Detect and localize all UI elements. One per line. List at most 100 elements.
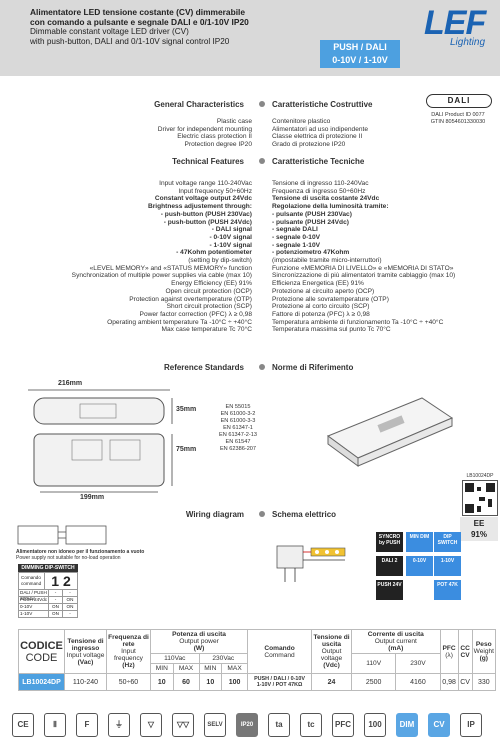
- dip-row: PUSH 24Vdc-ON: [18, 597, 78, 604]
- cell-vout: 24: [311, 673, 353, 691]
- standard-item: EN 62386-207: [219, 446, 257, 452]
- list-item: Synchronization of multiple power suppli…: [71, 272, 252, 280]
- section-technical-en: Technical Features: [172, 157, 244, 166]
- col-vout-unit: (Vdc): [323, 662, 340, 669]
- dip-positions: 1 2: [45, 573, 77, 589]
- col-vout-en: Output voltage: [320, 648, 343, 662]
- col-weight-unit: (g): [479, 655, 488, 662]
- dip-row-v1: -: [49, 590, 63, 596]
- list-item: Grado di protezione IP20: [272, 141, 346, 149]
- list-item: - segnale 0-10V: [272, 233, 321, 241]
- wiring-note-en: Power supply not suitable for no-load op…: [16, 555, 121, 561]
- list-item: Short circuit protection (SCP): [166, 303, 252, 311]
- cert-icon: F: [76, 713, 98, 737]
- section-general-it: Caratteristiche Costruttive: [272, 100, 373, 109]
- dip-row-v1: ON: [49, 604, 63, 610]
- dip-row-v1: -: [49, 597, 63, 603]
- logo-text: LEF: [424, 4, 486, 42]
- col-vin-it: Tensione di ingresso: [67, 637, 104, 652]
- section-reference-en: Reference Standards: [163, 363, 244, 372]
- cell-cmd-1: PUSH / DALI / 0-10V: [254, 675, 305, 682]
- list-item: Funzione «MEMORIA DI LIVELLO» e «MEMORIA…: [272, 264, 454, 272]
- col-min: MIN: [150, 663, 174, 674]
- list-item: Power factor correction (PFC) λ ≥ 0,98: [139, 310, 252, 318]
- brand-logo: LEF Lighting: [424, 6, 494, 60]
- feature-tile: DALI 2: [376, 556, 403, 576]
- list-item: Constant voltage output 24Vdc: [154, 195, 252, 203]
- list-item: Contenitore plastico: [272, 118, 331, 125]
- energy-efficiency-badge: EE 91%: [460, 517, 498, 541]
- badge-line-1: PUSH / DALI: [333, 42, 387, 52]
- list-item: «LEVEL MEMORY» and «STATUS MEMORY» funct…: [89, 264, 252, 272]
- cert-icon: ▽▽: [172, 713, 194, 737]
- dim-fixing: 199mm: [80, 494, 105, 501]
- col-weight-en: Weight: [473, 648, 494, 655]
- list-item: - 0-10V signal: [209, 233, 252, 241]
- dip-row: DALI / PUSH 230Vac--: [18, 590, 78, 601]
- col-power-en: Output power: [179, 638, 219, 645]
- title-it-line-1: Alimentatore LED tensione costante (CV) …: [30, 7, 246, 17]
- list-item: Driver for independent mounting: [157, 125, 252, 133]
- cell-p230-min: 10: [198, 673, 223, 691]
- badge-line-2: 0-10V / 1-10V: [332, 55, 388, 65]
- dim-height: 35mm: [176, 406, 197, 413]
- list-item: Energy Efficiency (EE) 91%: [171, 280, 252, 288]
- dimension-drawing: [28, 389, 173, 493]
- col-power-unit: (W): [193, 645, 205, 652]
- cert-icon: 100: [364, 713, 386, 737]
- standard-item: EN 61547: [225, 439, 251, 445]
- col-iout-it: Corrente di uscita: [367, 631, 424, 638]
- col-vout-it: Tensione di uscita: [313, 634, 350, 648]
- wiring-diagram-small: [17, 525, 107, 545]
- list-item: Protezione alle sovratemperature (OTP): [272, 295, 389, 303]
- dip-cmd-label: Comando command: [19, 573, 45, 589]
- cert-icon: ▽: [140, 713, 162, 737]
- list-item: Protezione al circuito aperto (OCP): [272, 287, 375, 295]
- col-power-230: 230Vac: [198, 653, 249, 664]
- section-general-en: General Characteristics: [154, 100, 244, 109]
- col-iout-unit: (mA): [388, 645, 404, 652]
- cert-icon: DIM: [396, 713, 418, 737]
- cert-icon: IP: [460, 713, 482, 737]
- col-iout-en: Output current: [374, 638, 417, 645]
- col-freq-unit: (Hz): [122, 662, 135, 669]
- logo-subtext: Lighting: [450, 37, 486, 48]
- dip-title: DIMMING DIP-SWITCH: [18, 564, 78, 572]
- list-item: - 1-10V signal: [209, 241, 252, 249]
- col-max: MAX: [221, 663, 249, 674]
- cell-freq: 50÷60: [106, 673, 151, 691]
- col-freq-it: Frequenza di rete: [108, 634, 149, 648]
- title-en-line-2: with push-button, DALI and 0/1-10V signa…: [30, 36, 230, 46]
- col-vin-unit: (Vac): [77, 658, 94, 666]
- section-marker: [259, 511, 265, 517]
- standard-item: EN 61000-3-3: [220, 418, 256, 424]
- dip-row-v2: ON: [66, 604, 74, 609]
- feature-tile: 1-10V: [434, 556, 461, 576]
- standard-item: EN 61347-1: [223, 425, 253, 431]
- col-max: MAX: [172, 663, 200, 674]
- col-cc: CC: [460, 644, 470, 652]
- cert-icon: CE: [12, 713, 34, 737]
- cell-p230-max: 100: [221, 673, 249, 691]
- list-item: Frequenza di ingresso 50÷60Hz: [272, 187, 366, 195]
- list-item: Fattore di potenza (PFC) λ ≥ 0,98: [272, 310, 370, 318]
- wiring-note: Alimentatore non idoneo per il funzionam…: [16, 549, 186, 561]
- col-iout-230: 230V: [395, 653, 441, 674]
- product-photo: [326, 397, 454, 467]
- dip-row-v1: ON: [49, 611, 63, 617]
- cell-vin: 110-240: [64, 673, 107, 691]
- control-badge: PUSH / DALI 0-10V / 1-10V: [320, 40, 400, 68]
- list-item: - push-button (PUSH 24Vdc): [163, 218, 252, 226]
- cell-pfc: 0,98: [439, 673, 459, 691]
- standard-item: EN 61347-2-13: [219, 432, 257, 438]
- list-item: Open circuit protection (OCP): [165, 287, 252, 295]
- table-row: LB10024DP 110-240 50÷60 10 60 10 100 PUS…: [18, 673, 497, 691]
- list-item: Protection degree IP20: [184, 141, 252, 149]
- list-item: - 47Kohm potentiometer: [176, 249, 252, 257]
